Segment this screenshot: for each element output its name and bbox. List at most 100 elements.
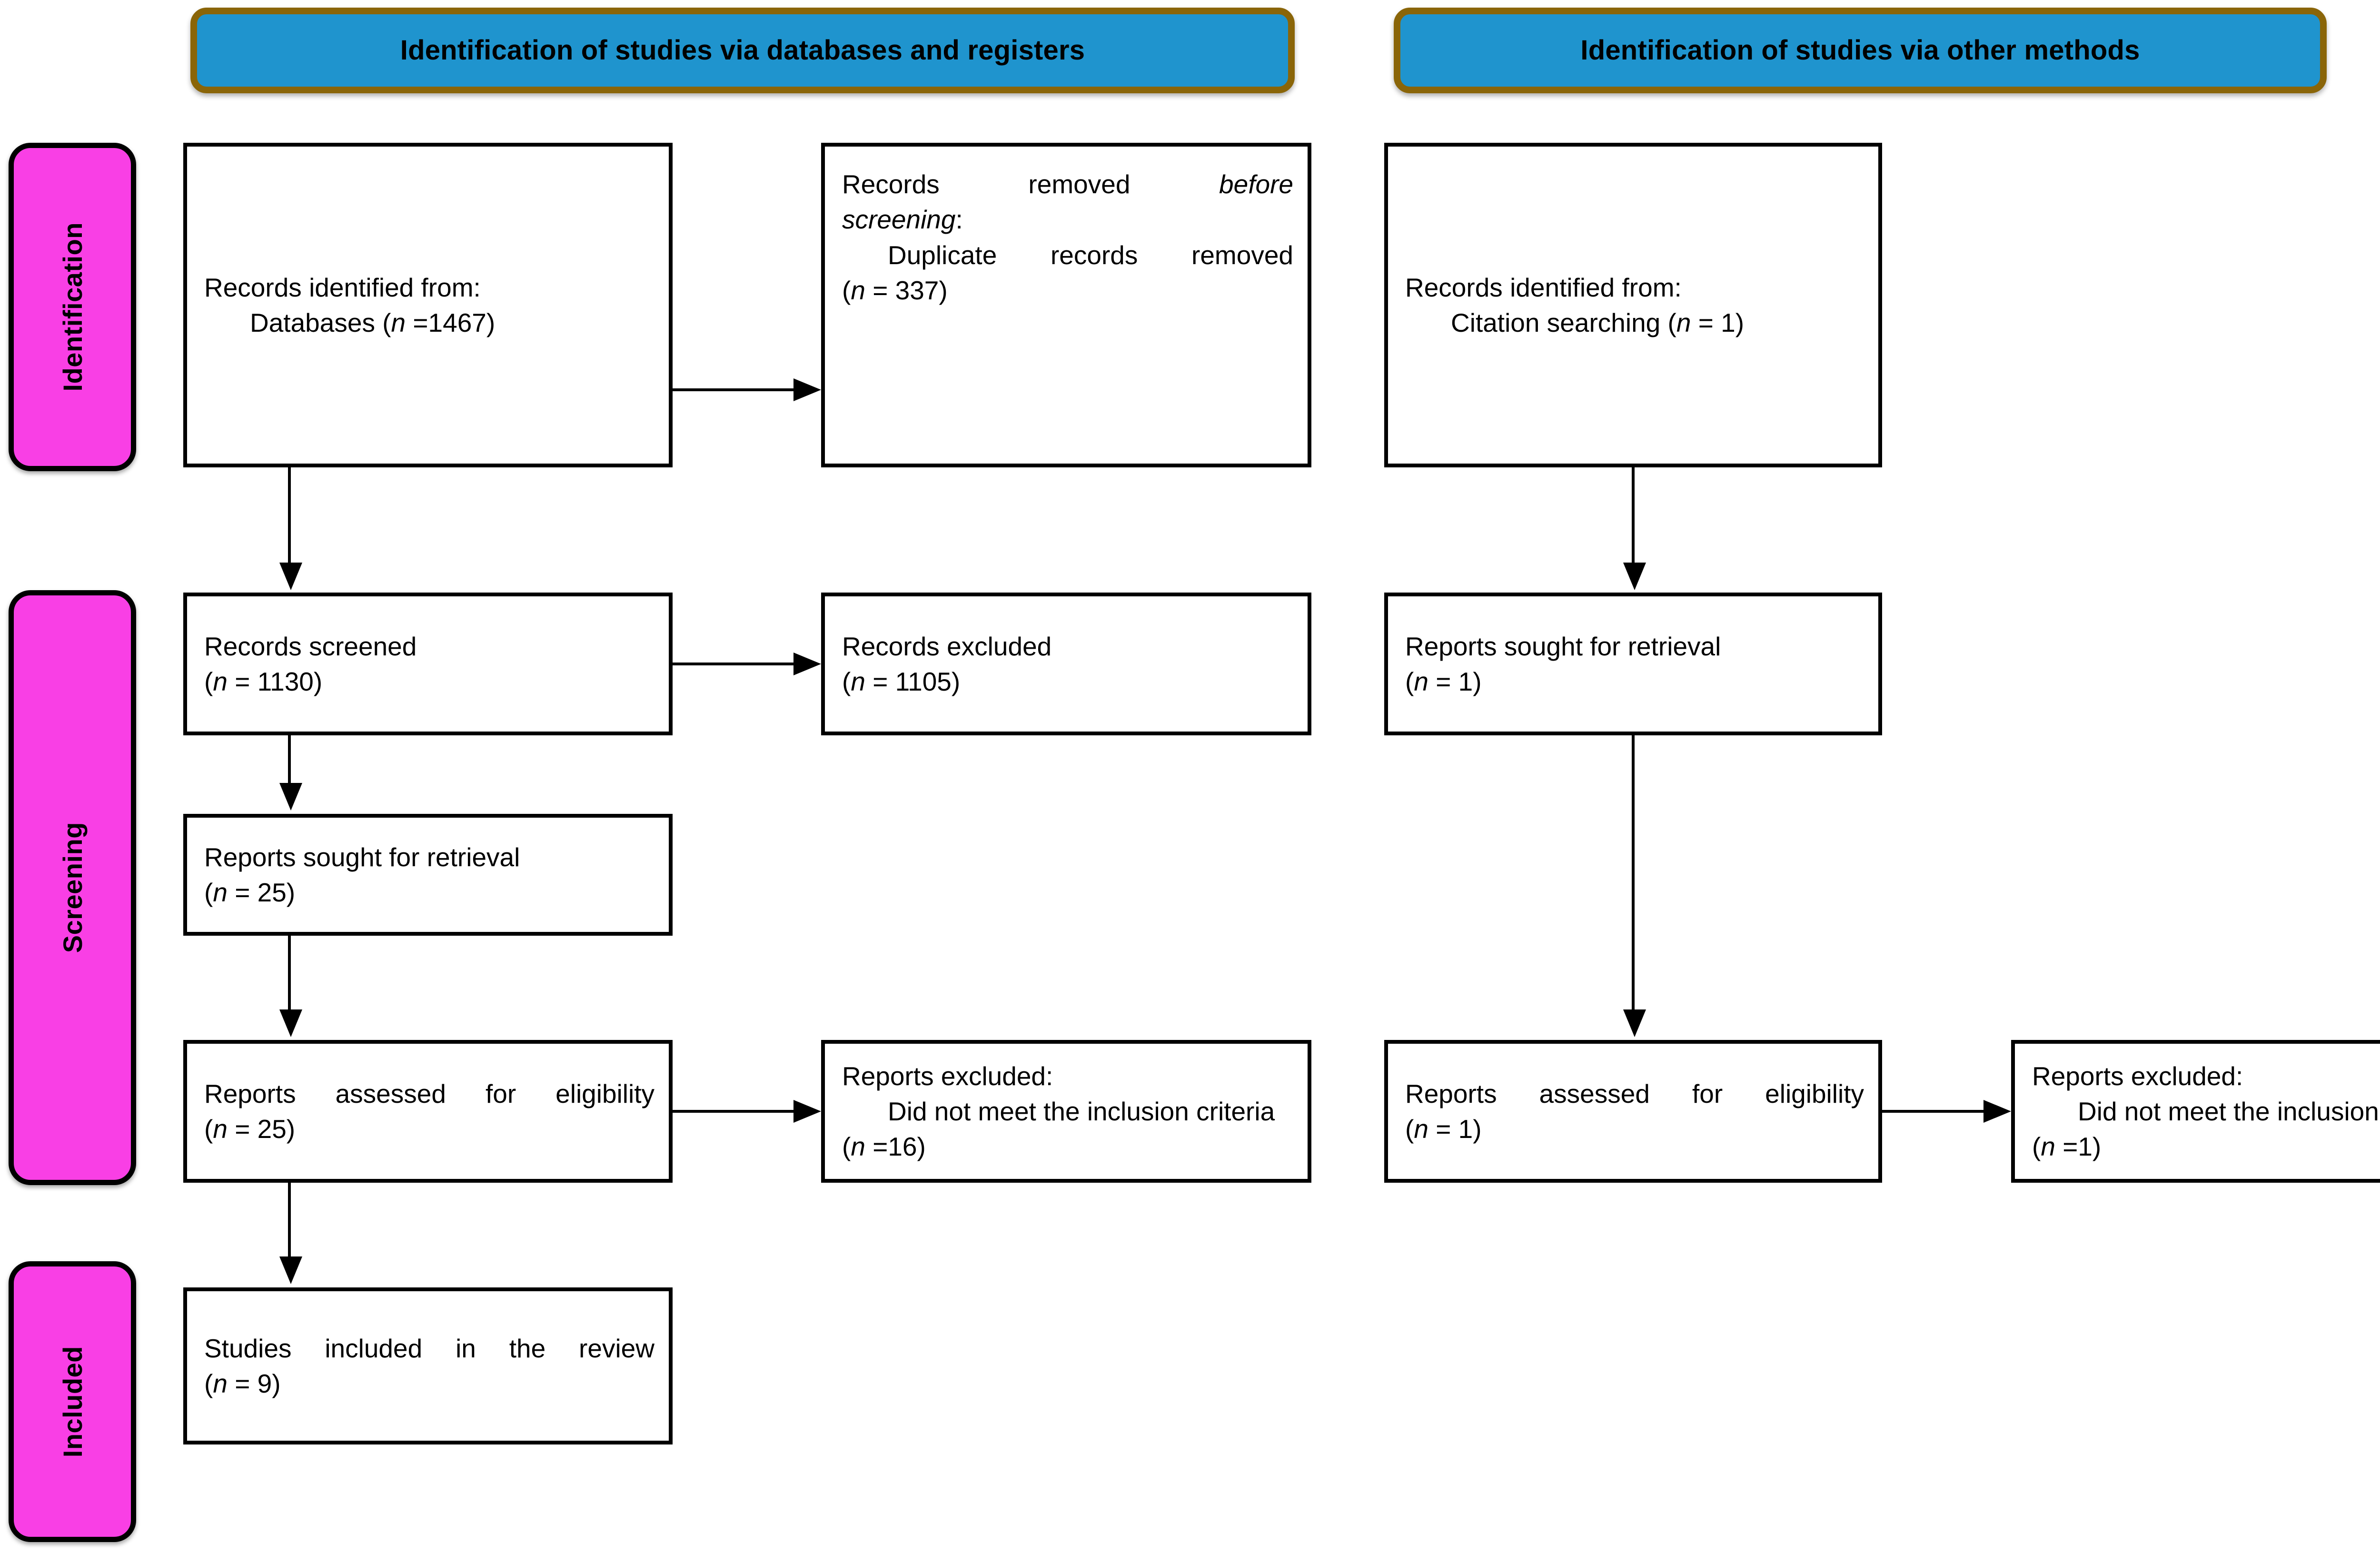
stage-label-identification: Identification — [9, 143, 136, 471]
reports-assessed-left-line2: (n = 25) — [204, 1111, 654, 1147]
arrowhead-identified-to-removed — [793, 378, 821, 401]
sought-right-n-suffix: = 1) — [1428, 667, 1482, 696]
node-records-identified-databases: Records identified from: Databases (n =1… — [183, 143, 673, 467]
sought-left-n-prefix: ( — [204, 878, 213, 907]
arrowhead-assessed-to-included — [279, 1256, 302, 1284]
reports-excluded-right-line1: Reports excluded: — [2032, 1061, 2243, 1091]
included-n-prefix: ( — [204, 1369, 213, 1398]
reports-assessed-right-line2: (n = 1) — [1405, 1111, 1864, 1147]
records-removed-line2: screening: — [842, 202, 1293, 237]
reports-sought-right-line2: (n = 1) — [1405, 664, 1864, 699]
arrowhead-assessed-to-excluded-left — [793, 1100, 821, 1123]
included-n-italic: n — [213, 1369, 228, 1398]
records-excluded-line2: (n = 1105) — [842, 664, 1293, 699]
node-reports-sought-left: Reports sought for retrieval (n = 25) — [183, 814, 673, 936]
stage-label-identification-text: Identification — [57, 222, 88, 392]
records-excluded-line1: Records excluded — [842, 631, 1052, 661]
cite-prefix: Citation searching ( — [1451, 308, 1676, 337]
arrowhead-sought-to-assessed-left — [279, 1009, 302, 1037]
excl-left-n-suffix: =16) — [865, 1132, 926, 1162]
reports-excluded-left-line2: Did not meet the inclusion criteria (n =… — [842, 1094, 1293, 1165]
node-reports-assessed-right: Reports assessed for eligibility (n = 1) — [1384, 1040, 1882, 1183]
assessed-right-n-suffix: = 1) — [1428, 1114, 1482, 1144]
excluded-n-prefix: ( — [842, 667, 851, 696]
reports-sought-left-line1: Reports sought for retrieval — [204, 842, 520, 872]
arrowhead-identified-to-screened — [279, 563, 302, 590]
stage-label-included-text: Included — [57, 1345, 88, 1458]
cite-n-italic: n — [1676, 308, 1691, 337]
assessed-left-n-prefix: ( — [204, 1114, 213, 1144]
excluded-n-italic: n — [851, 667, 865, 696]
sought-left-n-italic: n — [213, 878, 228, 907]
node-reports-excluded-right: Reports excluded: Did not meet the inclu… — [2011, 1040, 2380, 1183]
db-prefix: Databases ( — [250, 308, 391, 337]
node-records-removed-before-screening: Records removed before screening: Duplic… — [821, 143, 1311, 467]
reports-sought-right-line1: Reports sought for retrieval — [1405, 631, 1721, 661]
excl-right-text: Did not meet the inclusion criteria ( — [2032, 1096, 2380, 1162]
records-identified-citation-line2: Citation searching (n = 1) — [1405, 305, 1864, 340]
node-records-identified-citation: Records identified from: Citation search… — [1384, 143, 1882, 467]
assessed-left-n-suffix: = 25) — [227, 1114, 296, 1144]
stage-label-included: Included — [9, 1261, 136, 1542]
connector-sought-to-assessed-right — [1632, 735, 1635, 1009]
banner-databases-and-registers: Identification of studies via databases … — [190, 8, 1295, 93]
sought-right-n-italic: n — [1414, 667, 1428, 696]
excluded-n-suffix: = 1105) — [865, 667, 961, 696]
reports-excluded-right-line2: Did not meet the inclusion criteria (n =… — [2032, 1094, 2380, 1165]
connector-identified-to-screened — [288, 467, 291, 563]
arrowhead-screened-to-excluded — [793, 653, 821, 675]
removed-screening-italic: screening — [842, 205, 956, 235]
assessed-right-n-prefix: ( — [1405, 1114, 1414, 1144]
arrowhead-sought-to-assessed-right — [1623, 1009, 1646, 1037]
sought-right-n-prefix: ( — [1405, 667, 1414, 696]
stage-label-screening: Screening — [9, 590, 136, 1185]
reports-excluded-left-line1: Reports excluded: — [842, 1061, 1053, 1091]
screened-n-prefix: ( — [204, 667, 213, 696]
connector-screened-to-excluded — [673, 663, 793, 665]
records-removed-line1: Records removed before — [842, 167, 1293, 202]
connector-identified-to-removed — [673, 388, 793, 391]
records-screened-line1: Records screened — [204, 631, 417, 661]
connector-citation-to-sought-right — [1632, 467, 1635, 563]
node-reports-assessed-left: Reports assessed for eligibility (n = 25… — [183, 1040, 673, 1183]
studies-included-line1: Studies included in the review — [204, 1333, 654, 1363]
reports-assessed-right-line1: Reports assessed for eligibility — [1405, 1078, 1864, 1108]
records-removed-line4: (n = 337) — [842, 273, 1293, 308]
banner-other-methods: Identification of studies via other meth… — [1394, 8, 2327, 93]
node-reports-excluded-left: Reports excluded: Did not meet the inclu… — [821, 1040, 1311, 1183]
screened-n-suffix: = 1130) — [227, 667, 323, 696]
arrowhead-screened-to-sought — [279, 783, 302, 811]
sought-left-n-suffix: = 25) — [227, 878, 296, 907]
stage-label-screening-text: Screening — [57, 822, 88, 953]
node-reports-sought-right: Reports sought for retrieval (n = 1) — [1384, 593, 1882, 735]
node-records-screened: Records screened (n = 1130) — [183, 593, 673, 735]
removed-before-italic: before — [1219, 169, 1293, 199]
records-removed-line3: Duplicate records removed — [888, 240, 1293, 270]
removed-prefix: Records removed — [842, 169, 1220, 199]
connector-assessed-to-excluded-left — [673, 1110, 793, 1113]
reports-assessed-left-line1: Reports assessed for eligibility — [204, 1078, 654, 1108]
assessed-right-n-italic: n — [1414, 1114, 1428, 1144]
excl-left-text: Did not meet the inclusion criteria ( — [842, 1096, 1275, 1162]
db-suffix: =1467) — [406, 308, 496, 337]
connector-assessed-to-included — [288, 1183, 291, 1256]
excl-right-n-italic: n — [2041, 1132, 2055, 1162]
studies-included-line2: (n = 9) — [204, 1366, 654, 1401]
node-studies-included: Studies included in the review (n = 9) — [183, 1287, 673, 1444]
removed-colon: : — [955, 205, 963, 235]
banner-other-methods-label: Identification of studies via other meth… — [1580, 35, 2140, 66]
arrowhead-assessed-to-excluded-right — [1983, 1100, 2011, 1123]
connector-sought-to-assessed-left — [288, 936, 291, 1009]
arrowhead-citation-to-sought-right — [1623, 563, 1646, 590]
db-n-italic: n — [391, 308, 406, 337]
banner-databases-label: Identification of studies via databases … — [400, 35, 1085, 66]
reports-sought-left-line2: (n = 25) — [204, 875, 654, 910]
node-records-excluded: Records excluded (n = 1105) — [821, 593, 1311, 735]
records-identified-databases-line1: Records identified from: — [204, 272, 481, 302]
connector-screened-to-sought — [288, 735, 291, 783]
excl-right-n-suffix: =1) — [2055, 1132, 2102, 1162]
connector-assessed-to-excluded-right — [1882, 1110, 1983, 1113]
screened-n-italic: n — [213, 667, 228, 696]
included-n-suffix: = 9) — [227, 1369, 281, 1398]
